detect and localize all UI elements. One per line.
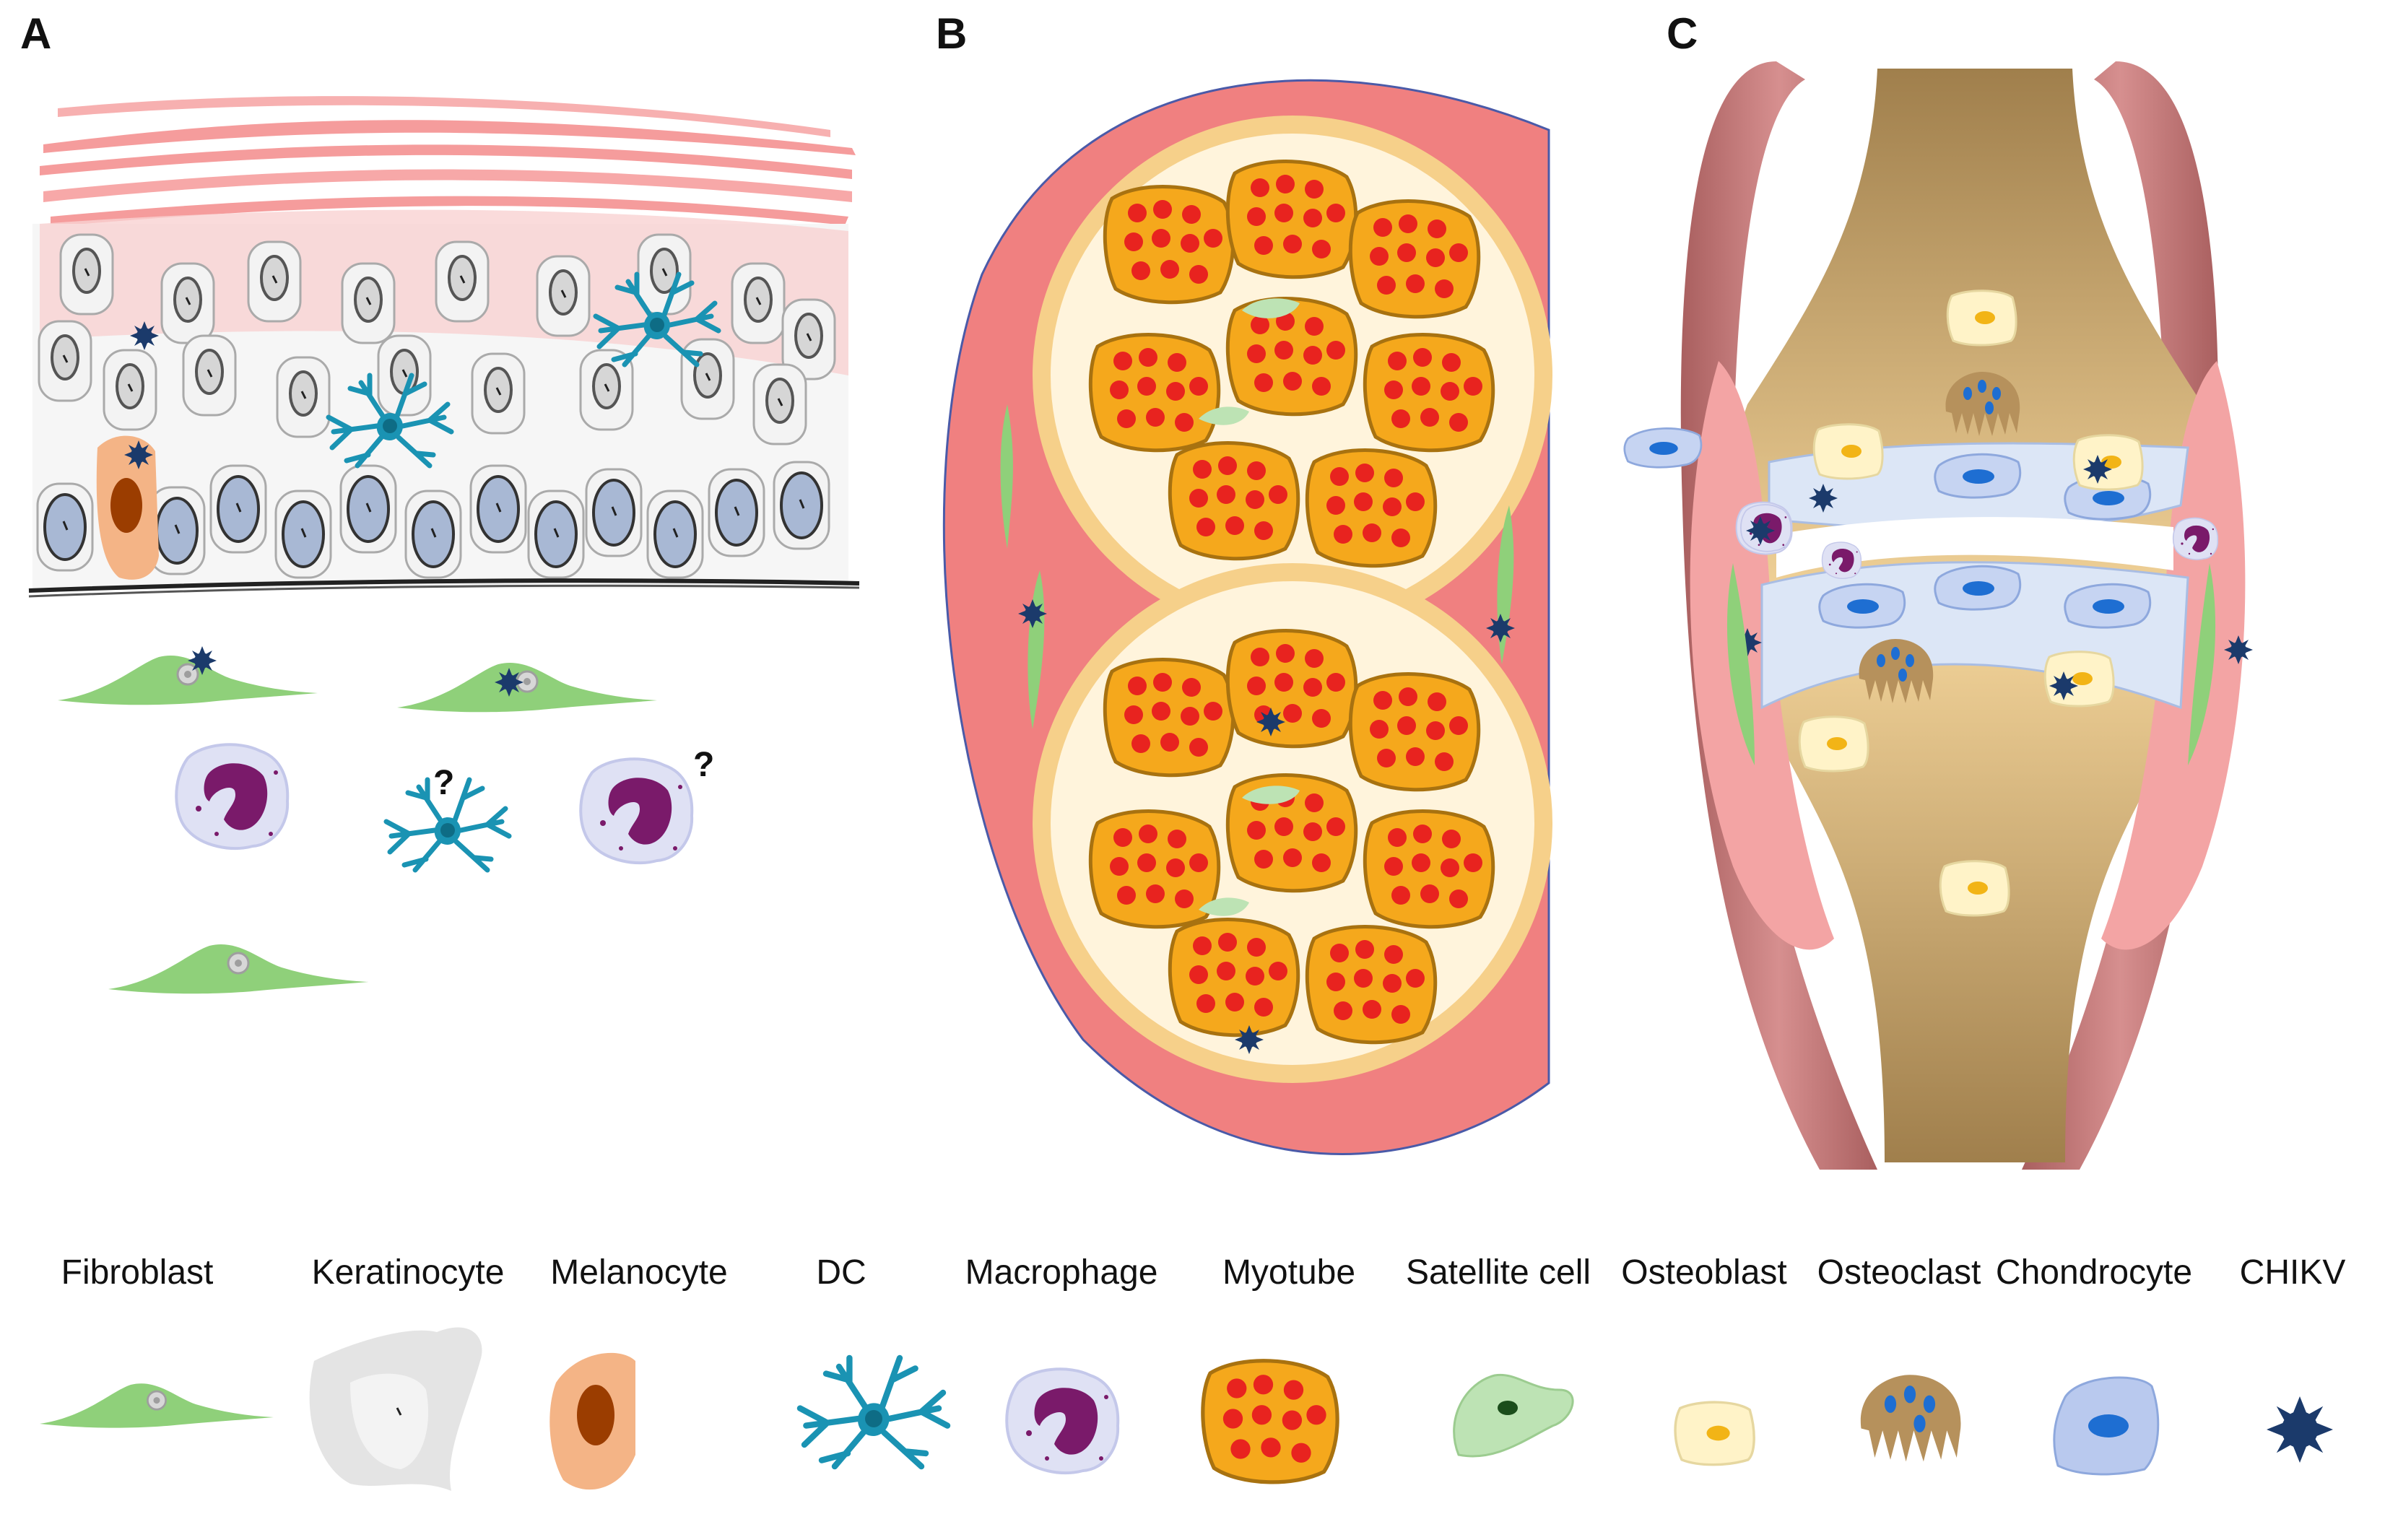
panel-a-skin-diagram: ? ? (28, 96, 860, 995)
melanocyte-in-skin (96, 435, 159, 580)
basement-membrane (28, 578, 860, 593)
osteoclast-icon (1860, 1375, 1961, 1462)
legend-label-fibroblast: Fibroblast (61, 1253, 214, 1292)
legend-label-keratinocyte: Keratinocyte (311, 1253, 505, 1292)
fibroblast-dermis-3 (107, 943, 370, 995)
legend-label-chondrocyte: Chondrocyte (1995, 1253, 2193, 1292)
fibroblast-dermis-1 (56, 654, 319, 706)
fibroblast-icon (38, 1382, 275, 1429)
legend-icons (38, 1327, 2333, 1491)
panel-b-muscle-diagram (942, 79, 1552, 1155)
chikv-virus-icon (2267, 1396, 2333, 1463)
macrophage-dermis-1 (175, 743, 290, 851)
fascicle-upper (1033, 116, 1552, 635)
legend-label-macrophage: Macrophage (965, 1253, 1158, 1292)
panel-label-b: B (936, 9, 968, 58)
satellite-cells-muscle (1199, 298, 1300, 916)
legend-label-osteoclast: Osteoclast (1817, 1253, 1981, 1292)
legend-label-dc: DC (816, 1253, 866, 1292)
stratum-corneum (40, 96, 856, 227)
fascicle-lower (1033, 563, 1552, 1083)
fibroblast-dermis-2 (396, 661, 659, 713)
unknown-marker-2: ? (693, 746, 714, 784)
osteoblast-icon (1674, 1401, 1755, 1466)
joint-capsule-left (1680, 61, 1877, 1170)
myotube-icon (1203, 1361, 1337, 1482)
legend-label-myotube: Myotube (1222, 1253, 1356, 1292)
legend-label-melanocyte: Melanocyte (550, 1253, 728, 1292)
macrophage-dermis-2 (579, 757, 694, 865)
unknown-marker-1: ? (433, 764, 454, 802)
legend-label-satellite-cell: Satellite cell (1405, 1253, 1591, 1292)
keratinocyte-icon (309, 1327, 482, 1491)
panel-label-c: C (1667, 9, 1698, 58)
virus-in-epidermis (130, 321, 159, 350)
satellite-cell-icon (1453, 1373, 1574, 1458)
dendritic-cell-icon (800, 1358, 947, 1466)
panel-label-a: A (20, 9, 52, 58)
chondrocyte-icon (2053, 1376, 2160, 1476)
legend-label-chikv: CHIKV (2239, 1253, 2346, 1292)
macrophage-icon (1005, 1367, 1120, 1475)
melanocyte-icon (549, 1352, 635, 1490)
panel-c-joint-diagram (1623, 61, 2253, 1170)
legend-label-osteoblast: Osteoblast (1621, 1253, 1787, 1292)
